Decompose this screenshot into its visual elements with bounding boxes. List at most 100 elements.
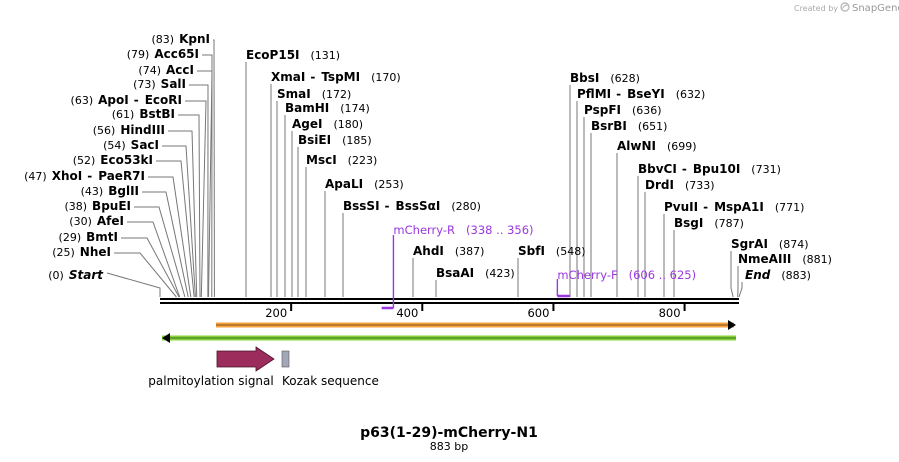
primer-range: (606 .. 625): [629, 268, 697, 282]
enzyme-name: KpnI: [179, 32, 210, 46]
enzyme-site-bsrbi[interactable]: BsrBI(651): [591, 119, 667, 133]
enzyme-position: (387): [455, 245, 485, 258]
enzyme-position: (253): [374, 178, 404, 191]
enzyme-site-bpuei[interactable]: BpuEI(38): [64, 199, 131, 213]
enzyme-site-sbfi[interactable]: SbfI (548): [518, 244, 586, 258]
enzyme-name: BbvCI: [638, 162, 677, 176]
enzyme-site-bsssi[interactable]: BssSI-BssSαI(280): [343, 199, 481, 213]
enzyme-site-saci[interactable]: SacI(54): [103, 138, 159, 152]
enzyme-site-kpni[interactable]: KpnI (83): [152, 32, 211, 46]
enzyme-site-acci[interactable]: AccI(74): [138, 63, 194, 77]
enzyme-position: (0): [48, 269, 64, 282]
primer-range: (338 .. 356): [466, 223, 534, 237]
enzyme-partner-name: BssSαI: [396, 199, 441, 213]
enzyme-connector: [202, 54, 213, 298]
enzyme-site-ecop15i[interactable]: EcoP15I(131): [246, 48, 340, 62]
enzyme-name: Acc65I: [154, 47, 199, 61]
enzyme-site-start[interactable]: Start (0): [48, 268, 104, 282]
enzyme-position: (881): [802, 253, 832, 266]
enzyme-site-bmti[interactable]: BmtI(29): [59, 230, 118, 244]
enzyme-site-pvuii[interactable]: PvuII-MspA1I(771): [664, 200, 804, 214]
enzyme-name: Start: [69, 268, 104, 282]
feature-box: [281, 350, 290, 368]
enzyme-site-afei[interactable]: AfeI(30): [69, 214, 124, 228]
enzyme-site-agei[interactable]: AgeI(180): [292, 117, 363, 131]
feature-label: palmitoylation signal: [148, 374, 273, 388]
enzyme-name: BsgI: [674, 216, 703, 230]
enzyme-site-drdi[interactable]: DrdI(733): [645, 178, 715, 192]
enzyme-site-bbvci[interactable]: BbvCI-Bpu10I(731): [638, 162, 781, 176]
enzyme-position: (63): [71, 94, 94, 107]
enzyme-site-alwni[interactable]: AlwNI(699): [617, 139, 697, 153]
enzyme-name: PflMI: [577, 87, 611, 101]
tick-label: 600: [527, 306, 549, 320]
enzyme-site-pspfi[interactable]: PspFI(636): [584, 103, 662, 117]
features: palmitoylation signal Kozak sequence: [148, 320, 736, 388]
enzyme-position: (56): [93, 124, 116, 137]
enzyme-name: BssSI: [343, 199, 380, 213]
enzyme-site-hindiii[interactable]: HindIII(56): [93, 123, 165, 137]
primer-mcherry-f[interactable]: mCherry-F (606 .. 625): [556, 268, 697, 298]
enzyme-name: SbfI: [518, 244, 545, 258]
enzyme-site-sali[interactable]: SalI(73): [133, 77, 186, 91]
enzyme-site-bbsi[interactable]: BbsI(628): [570, 71, 640, 85]
enzyme-position: (83): [152, 33, 175, 46]
enzyme-connector: [185, 100, 207, 298]
enzyme-site-pflmi[interactable]: PflMI-BseYI(632): [577, 87, 705, 101]
feature-palmitoylation-signal[interactable]: palmitoylation signal: [148, 346, 275, 388]
enzyme-name: SgrAI: [731, 237, 768, 251]
enzyme-name: PvuII: [664, 200, 698, 214]
enzyme-site-xmai[interactable]: XmaI-TspMI(170): [271, 70, 401, 84]
enzyme-partner-name: BseYI: [627, 87, 665, 101]
enzyme-site-bsiei[interactable]: BsiEI(185): [298, 133, 372, 147]
enzyme-site-eco53ki[interactable]: Eco53kI(52): [73, 153, 153, 167]
enzyme-name: EcoP15I: [246, 48, 300, 62]
enzyme-site-nmeaiii[interactable]: NmeAIII(881): [738, 252, 832, 266]
enzyme-site-acc65i[interactable]: Acc65I(79): [127, 47, 199, 61]
primer-name: mCherry-F: [557, 268, 617, 282]
enzyme-connector: [189, 84, 209, 298]
brand-prefix: Created by: [794, 4, 838, 13]
enzyme-site-msci[interactable]: MscI(223): [306, 153, 377, 167]
enzyme-name: BmtI: [86, 230, 118, 244]
enzyme-site-ahdi[interactable]: AhdI (387): [413, 244, 484, 258]
map-title: p63(1-29)-mCherry-N1: [360, 425, 538, 441]
enzyme-name: SalI: [161, 77, 186, 91]
enzyme-position: (628): [610, 72, 640, 85]
enzyme-position: (548): [556, 245, 586, 258]
enzyme-site-bsaai[interactable]: BsaAI(423): [436, 266, 515, 280]
enzyme-name: AccI: [166, 63, 194, 77]
enzyme-name: BamHI: [285, 101, 329, 115]
feature-kozak-sequence[interactable]: Kozak sequence: [281, 350, 379, 388]
enzyme-site-sgrai[interactable]: SgrAI(874): [731, 237, 809, 251]
enzyme-name: AlwNI: [617, 139, 656, 153]
primer-mcherry-r[interactable]: mCherry-R (338 .. 356): [381, 223, 534, 310]
feature-orange-orf[interactable]: [216, 320, 736, 330]
enzyme-dash: -: [87, 169, 92, 183]
primer-name: mCherry-R: [393, 223, 455, 237]
enzyme-partner-name: TspMI: [321, 70, 360, 84]
enzyme-site-apali[interactable]: ApaLI(253): [325, 177, 404, 191]
enzyme-connector: [134, 206, 186, 298]
enzyme-site-end[interactable]: End(883): [745, 268, 811, 282]
orf-arrowhead: [728, 320, 736, 330]
tick-label: 400: [396, 306, 418, 320]
enzyme-position: (771): [775, 201, 805, 214]
feature-green-orf[interactable]: [162, 333, 736, 343]
enzyme-name: BsiEI: [298, 133, 331, 147]
enzyme-dash: -: [385, 199, 390, 213]
enzyme-partner-name: EcoRI: [145, 93, 182, 107]
enzyme-site-bglii[interactable]: BglII(43): [81, 184, 139, 198]
enzyme-site-smai[interactable]: SmaI(172): [277, 87, 351, 101]
enzyme-site-bstbi[interactable]: BstBI(61): [112, 107, 175, 121]
enzyme-site-bsgi[interactable]: BsgI(787): [674, 216, 744, 230]
enzyme-connector: [148, 176, 192, 298]
enzyme-name: AhdI: [413, 244, 444, 258]
enzyme-position: (180): [333, 118, 363, 131]
enzyme-site-nhei[interactable]: NheI(25): [52, 245, 111, 259]
enzyme-site-bamhi[interactable]: BamHI(174): [285, 101, 370, 115]
enzyme-position: (52): [73, 154, 96, 167]
sequence-backbone: [160, 298, 739, 304]
